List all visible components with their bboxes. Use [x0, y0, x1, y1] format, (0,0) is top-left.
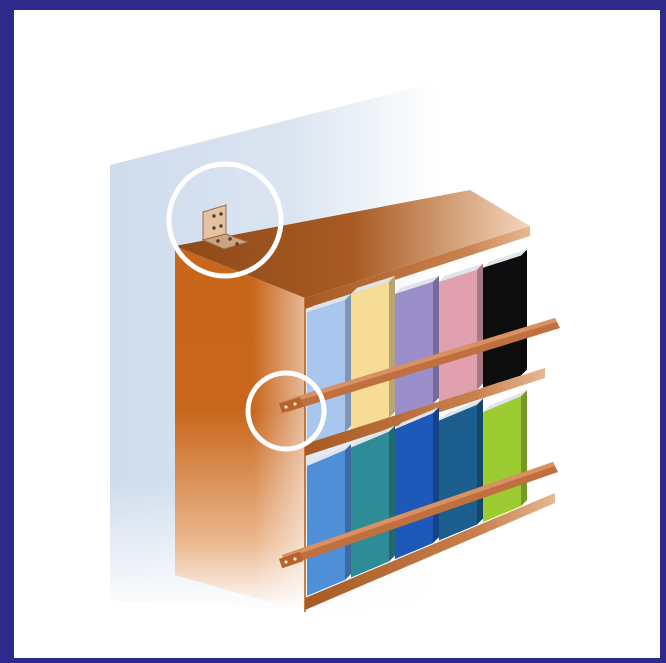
book-spine-1-4 — [439, 264, 483, 402]
book-spine-2-1 — [307, 444, 351, 596]
book-spine-2-2 — [351, 426, 395, 578]
book-spine-2-4 — [439, 399, 483, 541]
book-spine-2-3 — [395, 407, 439, 559]
book-spine-1-5 — [483, 250, 527, 388]
book-spine-1-2 — [351, 276, 395, 430]
book-spine-1-1 — [307, 294, 351, 444]
book-spine-1-3 — [395, 276, 439, 416]
book-spine-2-5 — [483, 390, 527, 522]
